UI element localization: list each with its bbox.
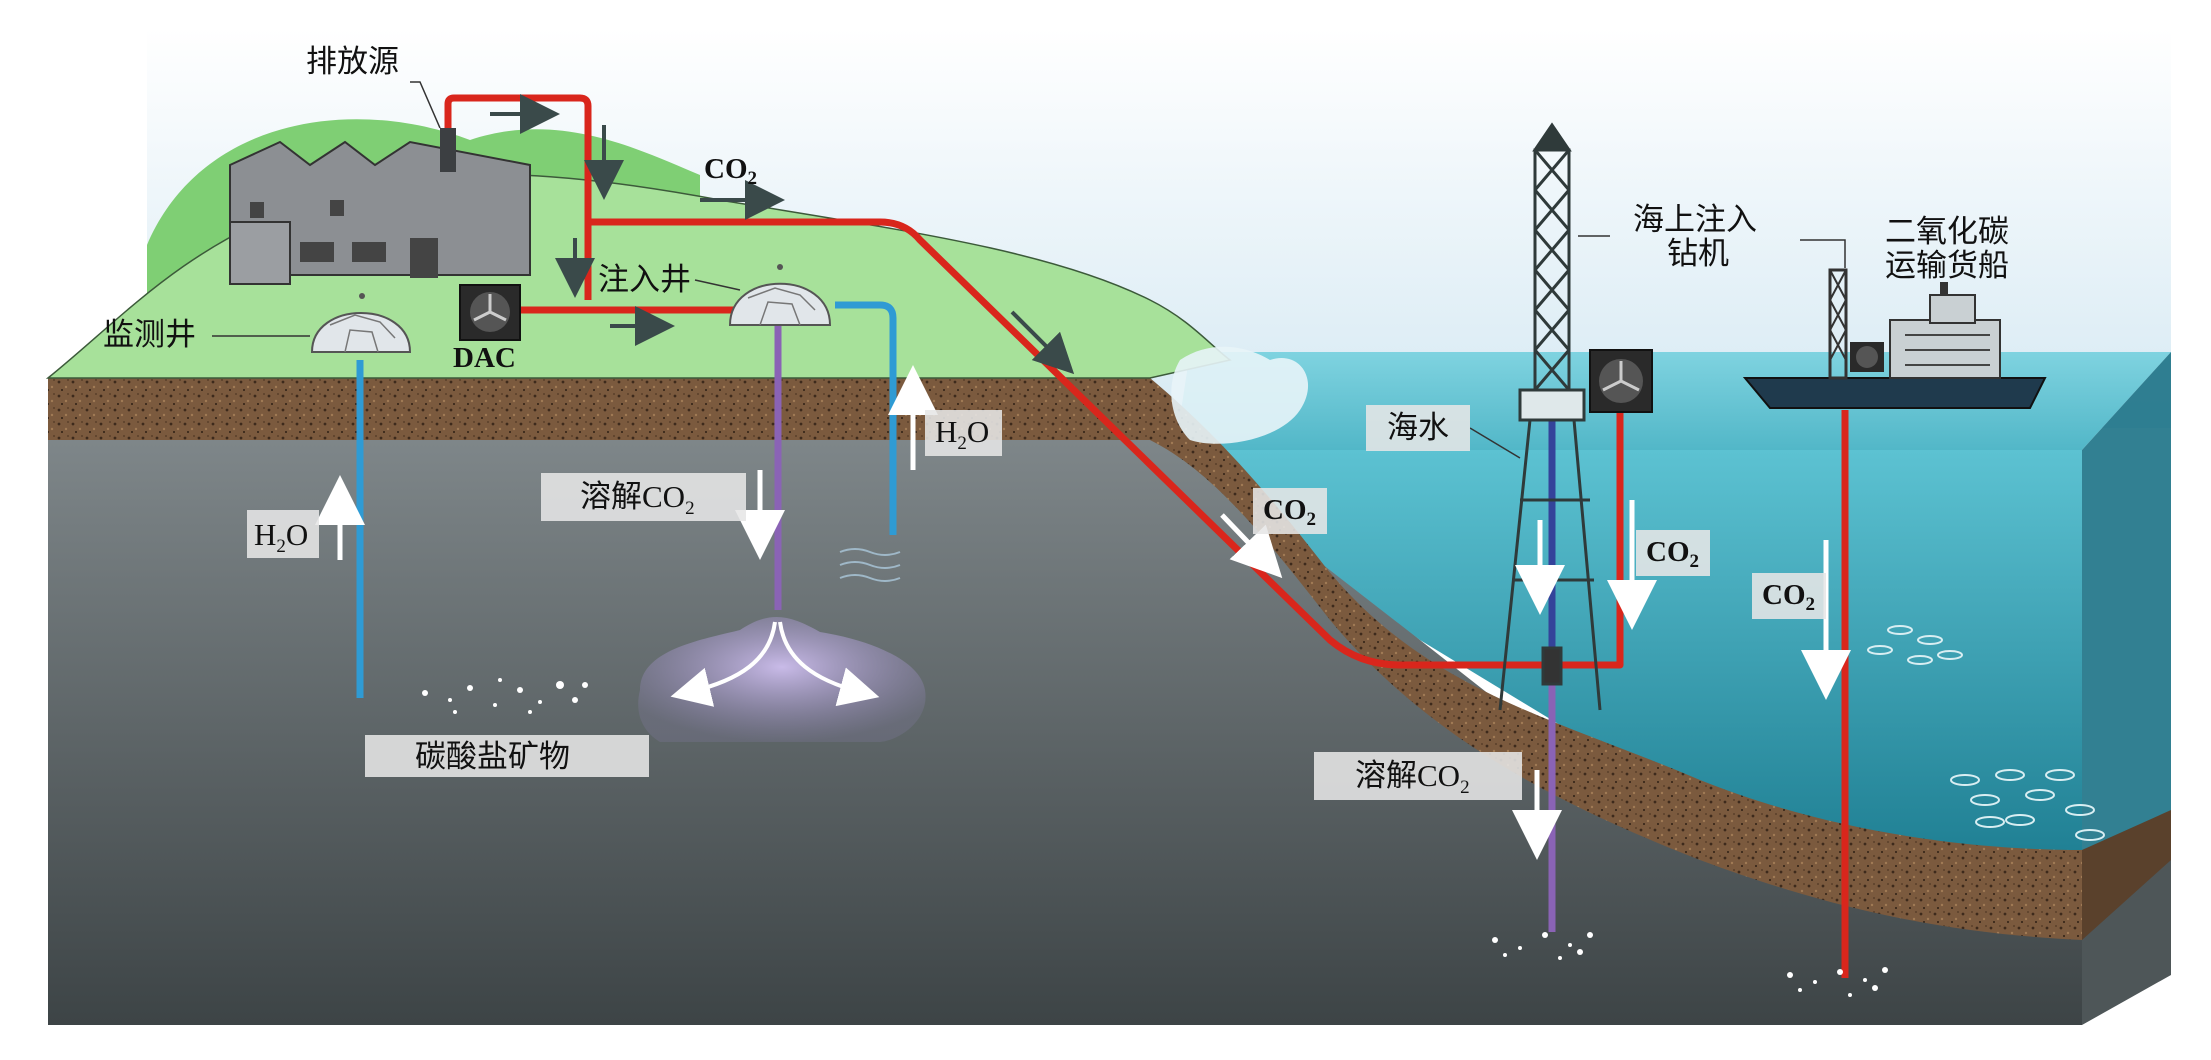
carbonate-minerals-label: 碳酸盐矿物: [415, 739, 570, 774]
water-ripples: [839, 548, 901, 582]
flow-arrows: [490, 94, 1075, 375]
h2o-label-left: H2O: [254, 517, 308, 557]
water-pipes: [356, 301, 897, 698]
co2-label-slope: CO2: [1263, 494, 1316, 530]
fish-icon: [1867, 625, 2105, 841]
h2o-label-right: H2O: [935, 414, 989, 454]
ship-label-1: 二氧化碳: [1885, 214, 2009, 249]
co2-label-rig: CO2: [1646, 536, 1699, 572]
sea: [1175, 450, 2082, 860]
leader-lines: [212, 81, 1846, 459]
label-box-dissolved-left: [541, 473, 746, 521]
offshore-rig-label-1: 海上注入: [1633, 202, 1757, 237]
label-box-seawater: [1366, 405, 1470, 451]
label-box-h2o-left: [247, 510, 319, 558]
soil-layer: [48, 378, 2082, 940]
dome-icon: [728, 264, 832, 326]
co2-label-ship: CO2: [1762, 579, 1815, 615]
bedrock: [48, 432, 2082, 1025]
plume-arrows: [670, 621, 880, 707]
cargo-ship-icon: [1742, 268, 2047, 409]
monitoring-well-label: 监测井: [103, 317, 196, 352]
co2-label-top: CO2: [704, 153, 757, 189]
label-box-carbonate: [365, 735, 649, 777]
factory-icon: [229, 128, 531, 285]
label-box-h2o-right: [925, 410, 1002, 456]
label-box-co2-ship: [1752, 573, 1826, 619]
surf-foam: [1171, 346, 1309, 444]
dac-label: DAC: [453, 342, 516, 374]
label-box-co2-slope: [1253, 488, 1327, 534]
soil-side: [2082, 810, 2171, 940]
injection-well-label: 注入井: [598, 262, 691, 297]
label-box-co2-rig: [1636, 530, 1710, 576]
co2-plume: [638, 617, 926, 742]
emission-source-label: 排放源: [306, 44, 399, 79]
offshore-rig-label-2: 钻机: [1667, 236, 1729, 271]
mineral-dots: [422, 678, 1888, 997]
seawater-label: 海水: [1387, 410, 1449, 445]
label-box-dissolved-right: [1314, 752, 1522, 800]
dome-icon: [310, 293, 412, 353]
sea-side: [2082, 352, 2171, 860]
dissolved-co2-label-left: 溶解CO2: [580, 479, 695, 519]
fan-icon: [459, 284, 521, 341]
dissolved-co2-label-right: 溶解CO2: [1355, 758, 1470, 798]
ship-label-2: 运输货船: [1885, 248, 2009, 283]
fan-icon: [1589, 349, 1653, 413]
